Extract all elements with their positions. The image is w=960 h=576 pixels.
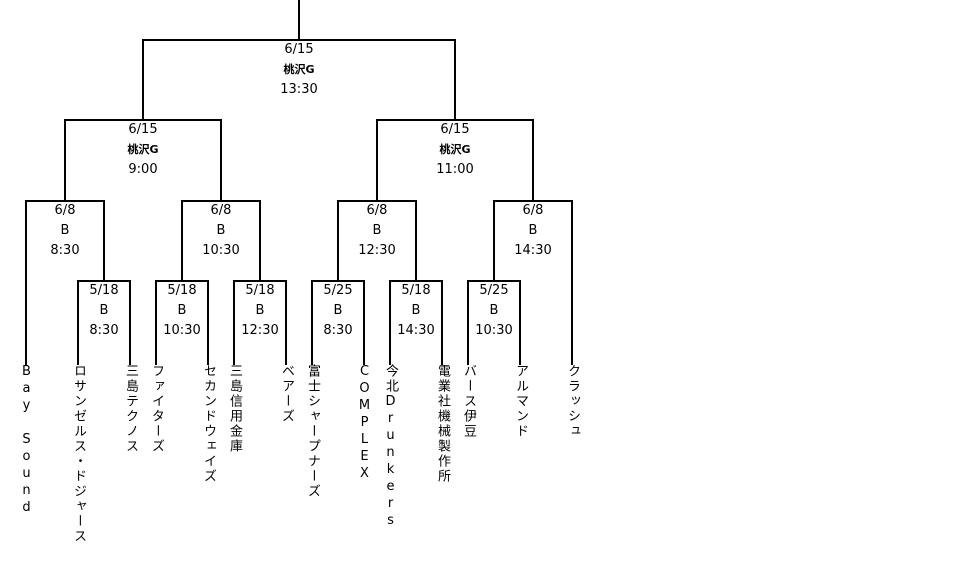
match-date: 6/15 (284, 42, 314, 57)
team-name: Bay Sound (19, 364, 34, 517)
match-date: 6/8 (366, 203, 388, 218)
team-name: 三島信用金庫 (227, 364, 242, 454)
match-venue: B (60, 223, 70, 238)
match-venue: B (333, 303, 343, 318)
match-r1-6: 5/25 B 10:30 (475, 281, 512, 341)
match-semi-right: 6/15 桃沢G 11:00 (436, 120, 473, 180)
match-r1-3: 5/18 B 12:30 (241, 281, 278, 341)
match-time: 9:00 (128, 162, 158, 177)
match-venue: B (372, 223, 382, 238)
match-venue: 桃沢G (127, 143, 159, 156)
match-date: 6/15 (128, 122, 158, 137)
match-r1-5: 5/18 B 14:30 (397, 281, 434, 341)
team-name: 富士シャープナーズ (305, 364, 320, 499)
match-time: 14:30 (397, 323, 435, 338)
team-name: バース伊豆 (461, 364, 476, 439)
match-venue: 桃沢G (439, 143, 471, 156)
match-date: 5/18 (245, 283, 275, 298)
match-semi-left: 6/15 桃沢G 9:00 (127, 120, 158, 180)
team-name: ファイターズ (149, 364, 164, 454)
match-time: 12:30 (241, 323, 279, 338)
match-time: 11:00 (436, 162, 474, 177)
match-date: 5/25 (479, 283, 509, 298)
match-venue: B (255, 303, 265, 318)
match-date: 5/18 (89, 283, 119, 298)
match-time: 12:30 (358, 243, 396, 258)
team-name: 電業社機械製作所 (435, 364, 450, 484)
match-venue: B (489, 303, 499, 318)
match-venue: B (528, 223, 538, 238)
match-time: 14:30 (514, 243, 552, 258)
match-qf-1: 6/8 B 8:30 (50, 201, 79, 261)
team-name: ベアーズ (279, 364, 294, 424)
match-r1-1: 5/18 B 8:30 (89, 281, 118, 341)
match-r1-2: 5/18 B 10:30 (163, 281, 200, 341)
match-qf-4: 6/8 B 14:30 (514, 201, 551, 261)
team-name: 今北Drunkers (383, 364, 398, 530)
team-name: アルマンド (513, 364, 528, 439)
match-date: 5/25 (323, 283, 353, 298)
match-venue: B (216, 223, 226, 238)
match-time: 10:30 (163, 323, 201, 338)
match-date: 5/18 (401, 283, 431, 298)
match-venue: B (177, 303, 187, 318)
match-time: 8:30 (89, 323, 119, 338)
match-time: 8:30 (50, 243, 80, 258)
match-venue: B (411, 303, 421, 318)
match-final: 6/15 桃沢G 13:30 (280, 40, 317, 100)
team-name: COMPLEX (357, 364, 372, 483)
match-date: 6/15 (440, 122, 470, 137)
match-time: 10:30 (475, 323, 513, 338)
match-qf-3: 6/8 B 12:30 (358, 201, 395, 261)
match-r1-4: 5/25 B 8:30 (323, 281, 352, 341)
match-time: 13:30 (280, 82, 318, 97)
team-name: ロサンゼルス・ドジャース (71, 364, 86, 544)
match-venue: 桃沢G (283, 63, 315, 76)
match-date: 5/18 (167, 283, 197, 298)
match-date: 6/8 (54, 203, 76, 218)
team-name: セカンドウェイズ (201, 364, 216, 484)
match-date: 6/8 (210, 203, 232, 218)
match-date: 6/8 (522, 203, 544, 218)
match-time: 10:30 (202, 243, 240, 258)
match-time: 8:30 (323, 323, 353, 338)
team-name: クラッシュ (565, 364, 580, 439)
match-venue: B (99, 303, 109, 318)
team-name: 三島テクノス (123, 364, 138, 454)
match-qf-2: 6/8 B 10:30 (202, 201, 239, 261)
